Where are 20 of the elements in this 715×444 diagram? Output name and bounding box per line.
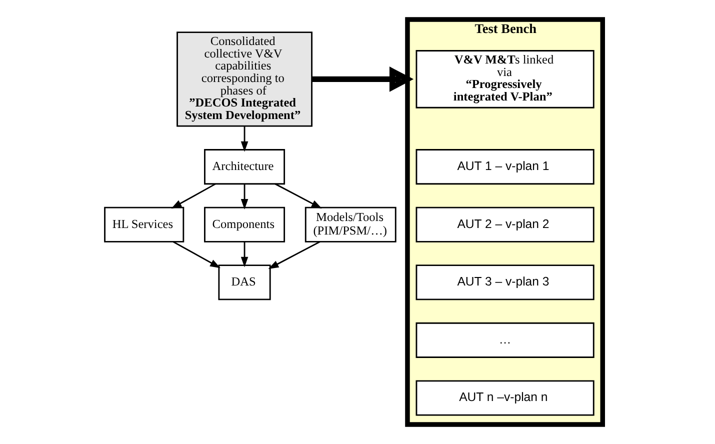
arrow [240,184,248,210]
node-box: Architecture [204,149,286,185]
arrow [268,241,320,269]
arrow [172,241,220,268]
arrow [240,126,248,152]
arrow [240,242,248,268]
node-box: AUT 2 – v-plan 2 [416,206,594,242]
arrow [274,183,322,209]
node-box: DAS [218,264,271,300]
arrow [171,183,216,209]
node-box: Models/Tools (PIM/PSM/…) [304,206,396,242]
node-box: V&V M&Ts linked via “Progressively integrated V-Plan” [416,50,594,108]
node-box: Consolidated collective V&V capabilities corresponding to phases of ”DECOS Integrated System Development” [176,32,312,127]
node-box: … [416,322,594,358]
node-box: HL Services [104,206,184,242]
node-box: AUT 1 – v-plan 1 [416,149,594,185]
arrow [312,66,414,92]
node-box: AUT 3 – v-plan 3 [416,264,594,300]
node-box: AUT n –v-plan n [416,380,594,416]
node-box: Components [204,206,286,242]
